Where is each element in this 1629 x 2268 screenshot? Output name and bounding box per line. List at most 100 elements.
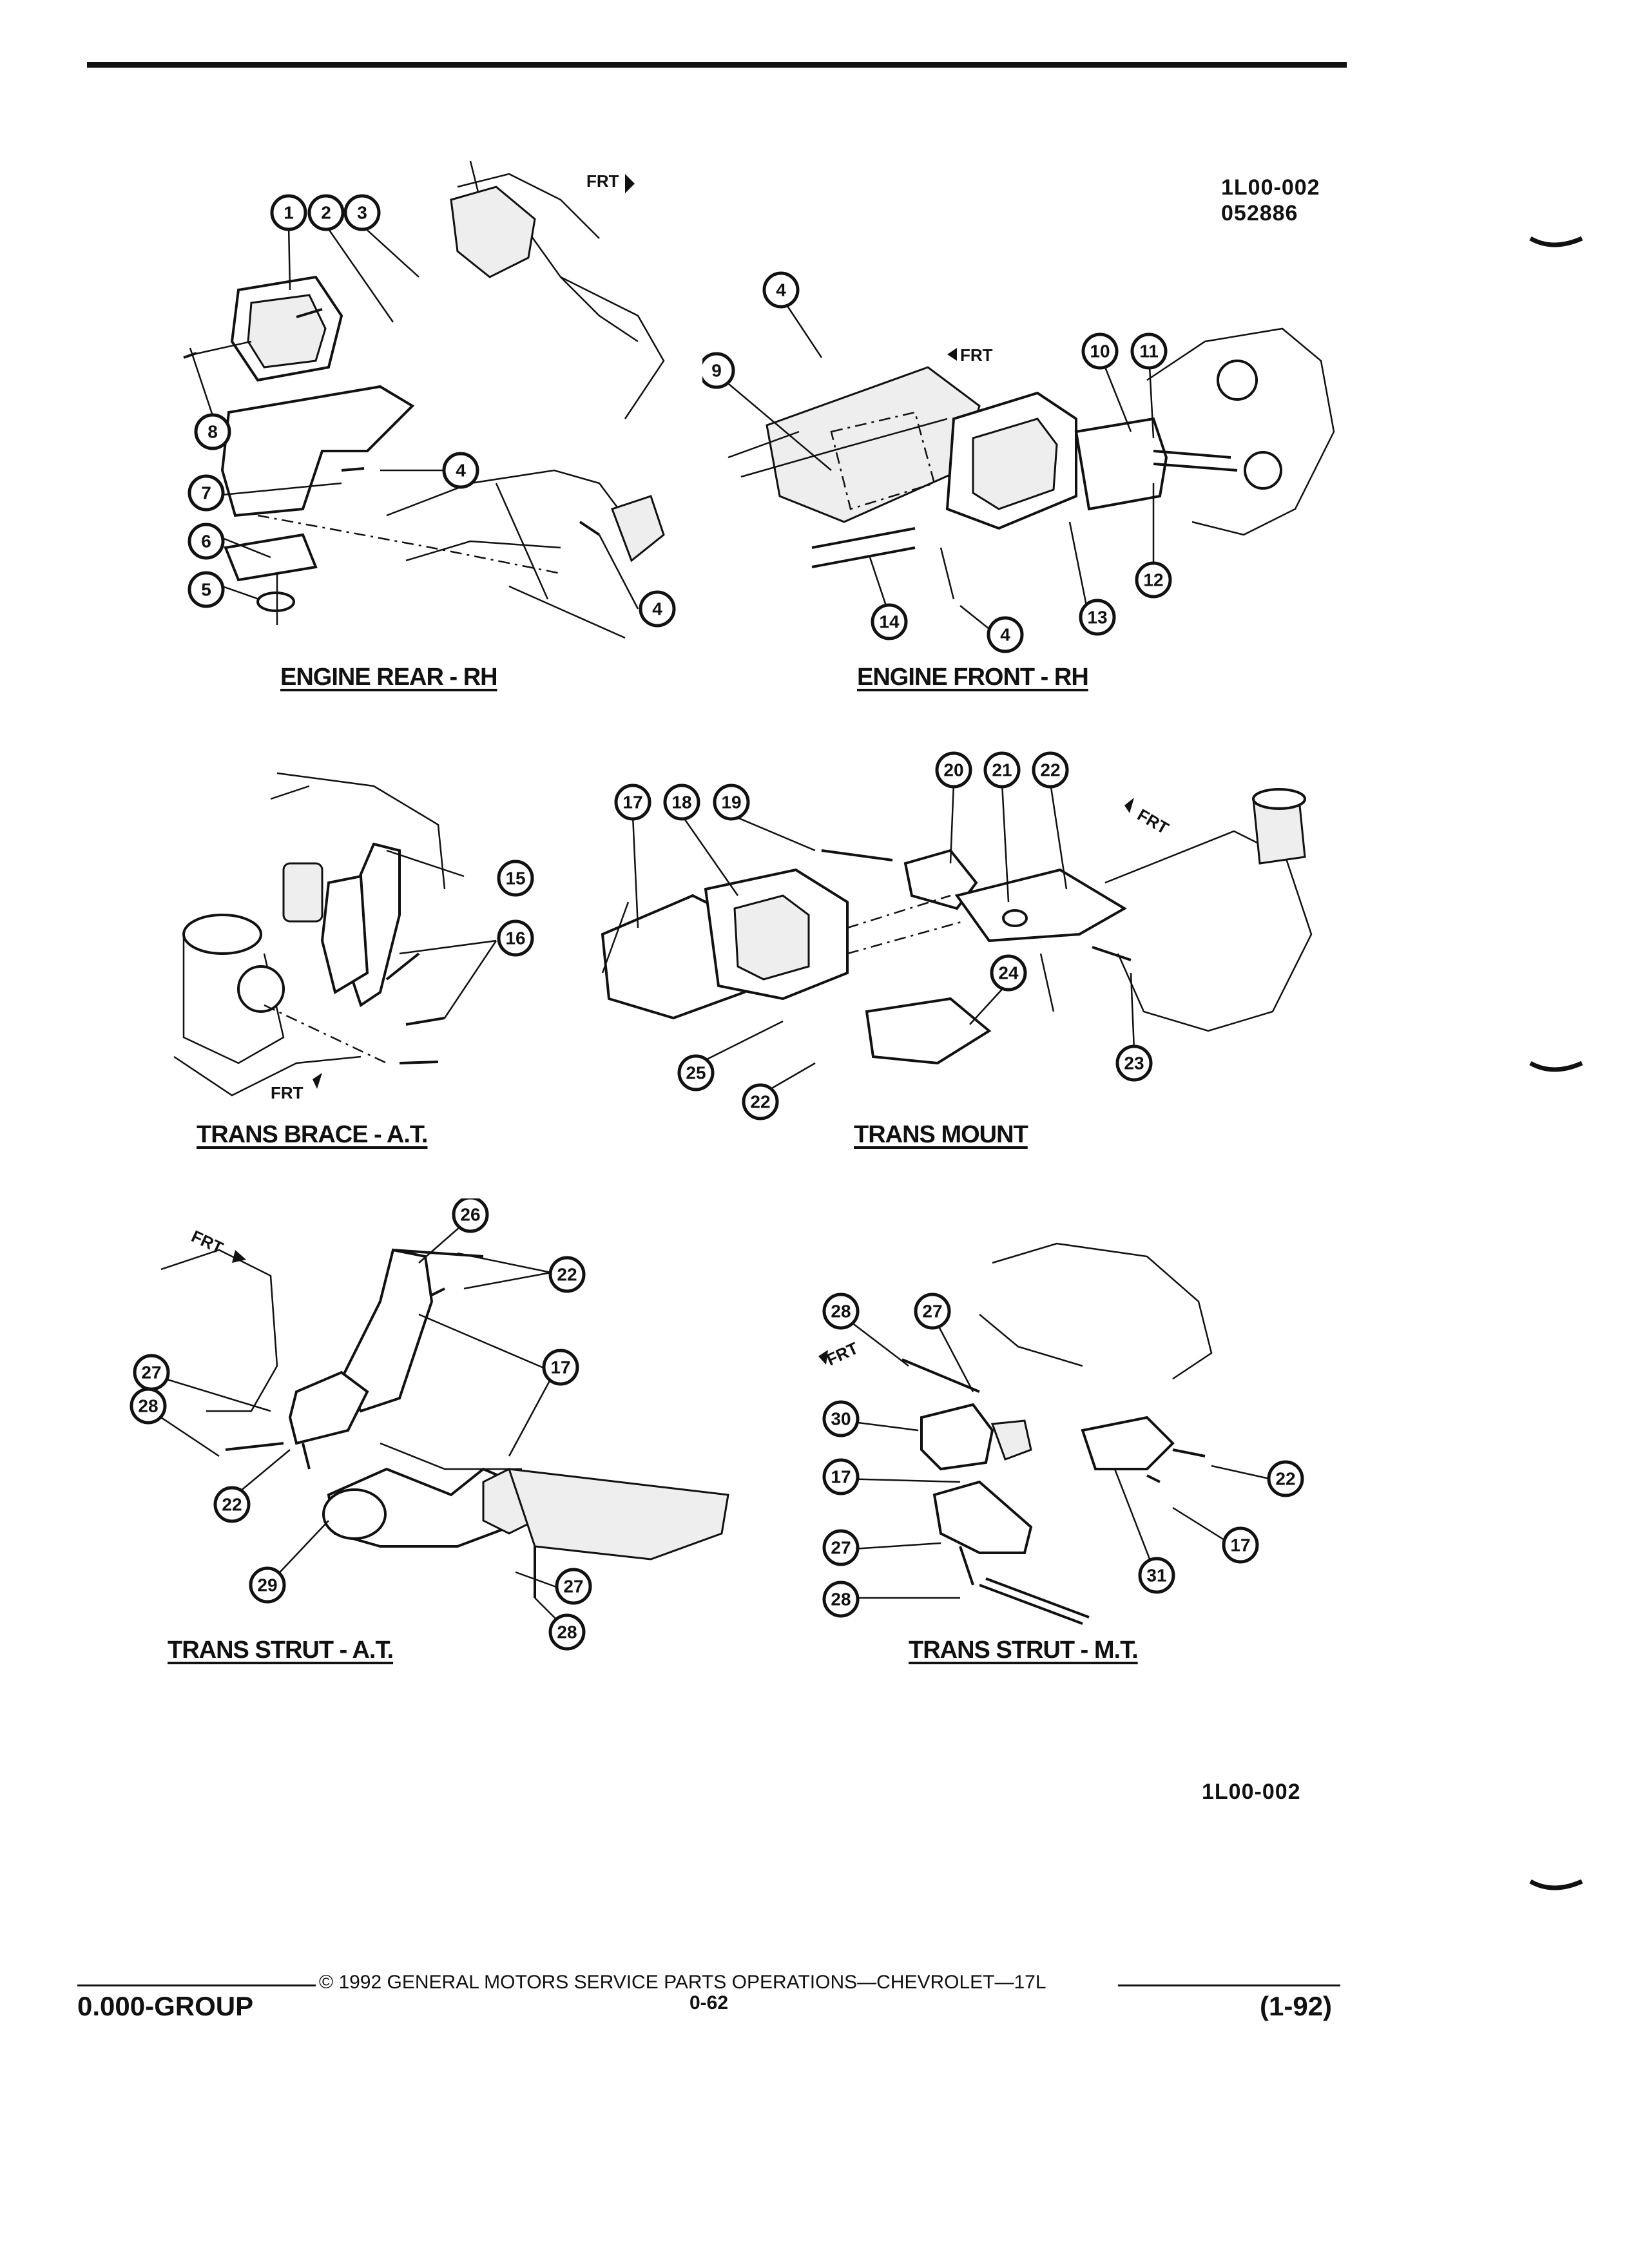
callout-1: 1: [270, 194, 307, 231]
svg-text:4: 4: [652, 599, 662, 619]
footer-page-number: 0-62: [689, 1992, 729, 2013]
callout-17: 17: [614, 783, 651, 821]
callout-6: 6: [188, 523, 225, 560]
svg-text:26: 26: [460, 1205, 480, 1225]
callout-4a: 4: [442, 452, 479, 489]
callout-14: 14: [871, 603, 908, 640]
callout-24: 24: [990, 954, 1027, 992]
callout-27b: 27: [555, 1568, 592, 1605]
figure-date-code: 052886: [1221, 201, 1298, 226]
svg-text:17: 17: [831, 1467, 851, 1487]
svg-text:10: 10: [1090, 341, 1110, 361]
caption-trans-brace-at: TRANS BRACE - A.T.: [197, 1121, 428, 1148]
svg-text:27: 27: [831, 1538, 851, 1558]
trans-strut-mt-illustration: 28 27 30 17 27 28 22 17 31 FRT: [818, 1242, 1304, 1625]
callout-22e: 22: [1267, 1460, 1304, 1497]
callout-16: 16: [497, 919, 534, 957]
svg-text:22: 22: [1275, 1469, 1295, 1489]
callout-28a: 28: [130, 1387, 167, 1425]
callout-4c: 4: [762, 271, 800, 309]
svg-text:5: 5: [201, 580, 211, 600]
svg-text:11: 11: [1139, 341, 1159, 361]
svg-text:27: 27: [922, 1302, 942, 1321]
svg-text:27: 27: [141, 1363, 161, 1383]
callout-11: 11: [1130, 332, 1168, 370]
svg-text:21: 21: [992, 760, 1012, 780]
panel-engine-front-rh: 4 9 10 11 12 14 4 13 FRT: [702, 264, 1347, 664]
callout-9: 9: [702, 352, 735, 389]
callout-7: 7: [188, 474, 225, 512]
svg-text:FRT: FRT: [271, 1083, 304, 1102]
callout-27c: 27: [914, 1293, 951, 1330]
front-arrow-icon: FRT: [818, 1338, 861, 1369]
svg-text:29: 29: [257, 1575, 277, 1595]
svg-text:2: 2: [321, 203, 331, 223]
svg-text:FRT: FRT: [1134, 805, 1172, 838]
svg-text:22: 22: [1040, 760, 1060, 780]
callout-30: 30: [822, 1400, 860, 1437]
callout-26: 26: [452, 1198, 489, 1233]
top-rule: [87, 62, 1347, 68]
svg-text:22: 22: [222, 1495, 242, 1515]
callout-4b: 4: [639, 590, 676, 628]
svg-text:19: 19: [721, 793, 741, 812]
callout-28b: 28: [548, 1613, 586, 1651]
svg-text:20: 20: [943, 760, 963, 780]
svg-text:12: 12: [1143, 570, 1163, 590]
callout-31: 31: [1138, 1557, 1175, 1594]
svg-text:9: 9: [711, 361, 722, 381]
svg-text:28: 28: [557, 1622, 577, 1642]
caption-engine-front-rh: ENGINE FRONT - RH: [857, 664, 1089, 691]
page-edge-mark: [1529, 1879, 1583, 1890]
svg-text:1: 1: [284, 203, 294, 223]
svg-text:14: 14: [879, 612, 900, 632]
callout-22a: 22: [1032, 751, 1069, 789]
figure-code: 1L00-002: [1221, 175, 1320, 200]
trans-mount-illustration: 17 18 19 20 21 22 24 23 25 22 FRT: [601, 751, 1313, 1120]
front-arrow-icon: FRT: [586, 171, 635, 193]
panel-trans-brace-at: 15 16 FRT: [168, 760, 593, 1121]
caption-trans-strut-mt: TRANS STRUT - M.T.: [909, 1637, 1139, 1664]
svg-text:4: 4: [776, 280, 786, 300]
callout-19: 19: [713, 783, 750, 821]
callout-22c: 22: [548, 1256, 586, 1293]
panel-trans-mount: 17 18 19 20 21 22 24 23 25 22 FRT: [590, 741, 1337, 1128]
svg-text:8: 8: [207, 422, 218, 442]
svg-text:25: 25: [686, 1063, 706, 1083]
svg-text:FRT: FRT: [586, 171, 619, 191]
engine-front-illustration: 4 9 10 11 12 14 4 13 FRT: [702, 271, 1335, 653]
callout-20: 20: [935, 751, 972, 789]
svg-text:22: 22: [750, 1092, 770, 1112]
callout-15: 15: [497, 860, 534, 897]
footer-copyright: © 1992 GENERAL MOTORS SERVICE PARTS OPER…: [319, 1972, 1046, 1993]
trans-strut-at-illustration: 26 22 17 27 28 22 29 27 28 FRT: [130, 1198, 729, 1651]
caption-trans-mount: TRANS MOUNT: [854, 1121, 1028, 1148]
callout-13: 13: [1079, 599, 1116, 636]
svg-text:28: 28: [138, 1396, 158, 1416]
svg-text:16: 16: [505, 928, 525, 948]
callout-21: 21: [983, 751, 1021, 789]
svg-text:17: 17: [622, 793, 642, 812]
svg-text:28: 28: [831, 1590, 851, 1610]
callout-17b: 17: [542, 1349, 579, 1386]
footer-revision: (1-92): [1260, 1991, 1333, 2021]
callout-28c: 28: [822, 1293, 860, 1330]
callout-8: 8: [194, 413, 231, 450]
trans-brace-illustration: 15 16 FRT: [173, 772, 534, 1102]
svg-text:24: 24: [998, 963, 1019, 983]
svg-text:27: 27: [563, 1577, 583, 1597]
svg-text:4: 4: [456, 461, 466, 481]
svg-text:22: 22: [557, 1265, 577, 1285]
svg-text:17: 17: [1230, 1535, 1250, 1555]
panel-trans-strut-at: 26 22 17 27 28 22 29 27 28 FRT: [122, 1198, 741, 1662]
footer-rule-left: [77, 1984, 316, 1986]
svg-text:15: 15: [505, 869, 525, 889]
footer-rule-right: [1118, 1984, 1340, 1986]
callout-4d: 4: [987, 616, 1024, 653]
callout-5: 5: [188, 571, 225, 608]
panel-engine-rear-rh: 1 2 3 8 7 4 6 5 4 FRT: [110, 148, 689, 664]
callout-25: 25: [677, 1054, 715, 1091]
front-arrow-icon: FRT: [271, 1073, 322, 1102]
callout-17c: 17: [822, 1458, 860, 1495]
callout-17d: 17: [1222, 1526, 1259, 1564]
